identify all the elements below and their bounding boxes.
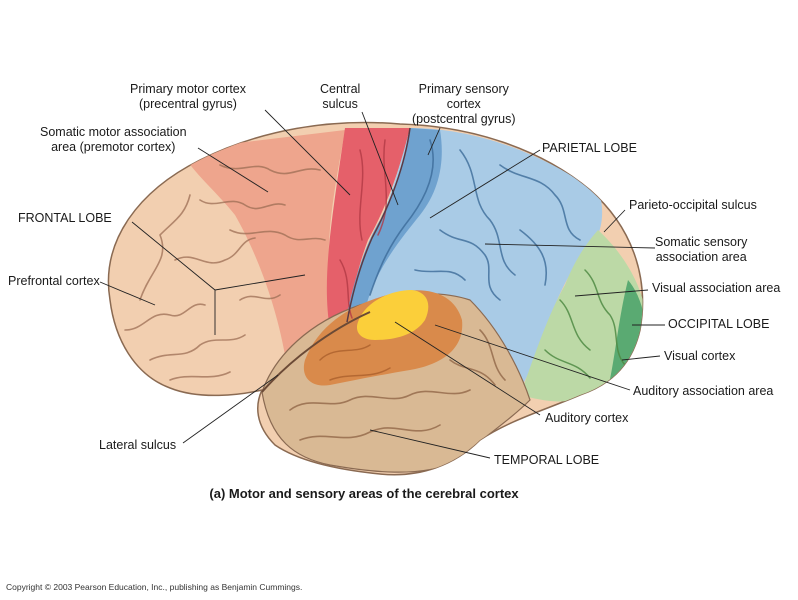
label-parietal-lobe: PARIETAL LOBE xyxy=(542,141,637,155)
label-parieto-occipital-sulcus: Parieto-occipital sulcus xyxy=(629,198,757,212)
label-somatic-motor-association: Somatic motor association area (premotor… xyxy=(40,125,187,154)
motor-region xyxy=(326,128,410,330)
label-auditory-association-area: Auditory association area xyxy=(633,384,774,398)
label-visual-cortex: Visual cortex xyxy=(664,349,736,363)
label-frontal-lobe: FRONTAL LOBE xyxy=(18,211,112,225)
sensory-region xyxy=(345,128,442,322)
auditory-cortex-region xyxy=(356,290,429,340)
label-visual-association-area: Visual association area xyxy=(652,281,781,295)
label-central-sulcus: Central sulcus xyxy=(320,82,361,111)
premotor-region xyxy=(180,130,345,355)
label-temporal-lobe: TEMPORAL LOBE xyxy=(494,453,600,467)
label-auditory-cortex: Auditory cortex xyxy=(545,411,629,425)
label-primary-motor-cortex: Primary motor cortex (precentral gyrus) xyxy=(130,82,246,111)
copyright-notice: Copyright © 2003 Pearson Education, Inc.… xyxy=(6,582,303,592)
label-somatic-sensory-association: Somatic sensory association area xyxy=(655,235,748,264)
figure-caption: (a) Motor and sensory areas of the cereb… xyxy=(209,486,519,501)
label-occipital-lobe: OCCIPITAL LOBE xyxy=(668,317,770,331)
label-primary-sensory-cortex: Primary sensory cortex (postcentral gyru… xyxy=(412,82,516,126)
label-lateral-sulcus: Lateral sulcus xyxy=(99,438,177,452)
label-prefrontal-cortex: Prefrontal cortex xyxy=(8,274,100,288)
